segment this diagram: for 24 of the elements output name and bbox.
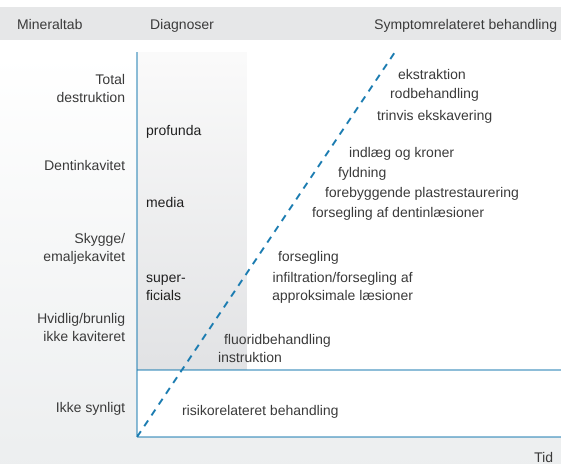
row-label: Skygge/ emaljekavitet [42,229,125,265]
row-label: Hvidlig/brunlig ikke kaviteret [36,309,125,345]
treatment-text: fluoridbehandling [224,330,331,348]
treatment-text: indlæg og kroner [349,143,454,161]
treatment-text: instruktion [218,348,282,366]
treatment-text: rodbehandling [390,84,479,102]
treatment-text: fyldning [338,163,386,181]
treatment-text: risikorelateret behandling [182,401,338,419]
treatment-text: infiltration/forsegling af approksimale læsioner [271,268,414,304]
column-heading: Symptomrelateret behandling [374,15,557,33]
diagnosis-label: super- ficials [146,268,187,304]
axis-label: Tid [534,448,553,464]
treatment-text: forebyggende plastrestaurering [325,183,519,201]
diagnosis-label: profunda [146,121,202,139]
row-label: Ikke synligt [56,398,125,416]
column-heading: Mineraltab [17,15,82,33]
diagnosis-label: media [146,193,184,211]
row-label: Total destruktion [56,70,125,106]
row-label: Dentinkavitet [44,156,125,174]
treatment-text: forsegling af dentinlæsioner [312,203,484,221]
column-heading: Diagnoser [150,15,214,33]
treatment-text: forsegling [278,247,339,265]
treatment-text: ekstraktion [398,65,466,83]
treatment-text: trinvis ekskavering [377,106,492,124]
